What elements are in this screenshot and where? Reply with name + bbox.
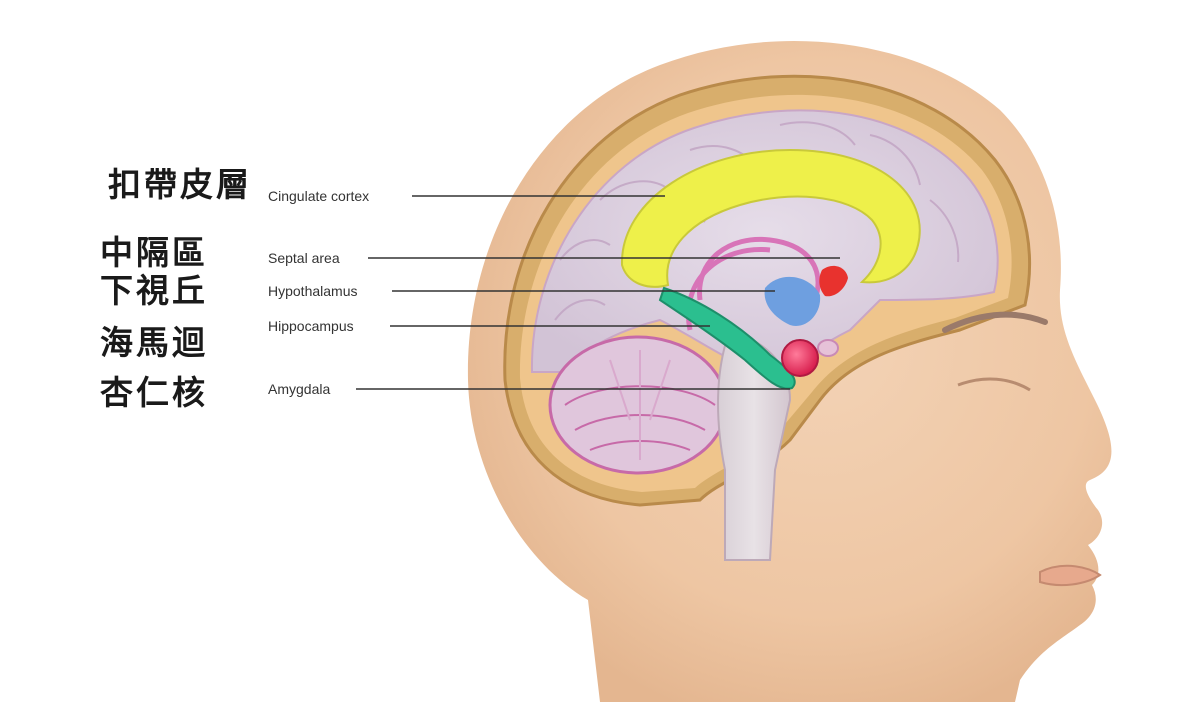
septal-area [819,265,848,297]
lips [1039,564,1102,587]
amygdala [781,339,819,377]
pituitary [817,339,839,357]
cerebellum [548,335,728,475]
label-en-amygdala: Amygdala [268,381,331,397]
hippocampus [658,286,796,390]
label-zh-cingulate: 扣帶皮層 [108,165,252,204]
label-zh-hypothalamus: 下視丘 [100,271,208,310]
eye [957,377,1031,392]
leader-lines [356,195,840,390]
hypothalamus [764,276,821,326]
brainstem [717,328,792,561]
cingulate-cortex [620,148,921,288]
label-zh-septal: 中隔區 [100,233,208,272]
label-zh-amygdala: 杏仁核 [100,373,208,412]
label-en-septal: Septal area [268,250,340,266]
label-zh-hippocampus: 海馬迴 [100,323,208,362]
label-en-hypothalamus: Hypothalamus [268,283,358,299]
eyebrow [942,311,1048,333]
label-en-hippocampus: Hippocampus [268,318,354,334]
label-en-cingulate: Cingulate cortex [268,188,370,204]
